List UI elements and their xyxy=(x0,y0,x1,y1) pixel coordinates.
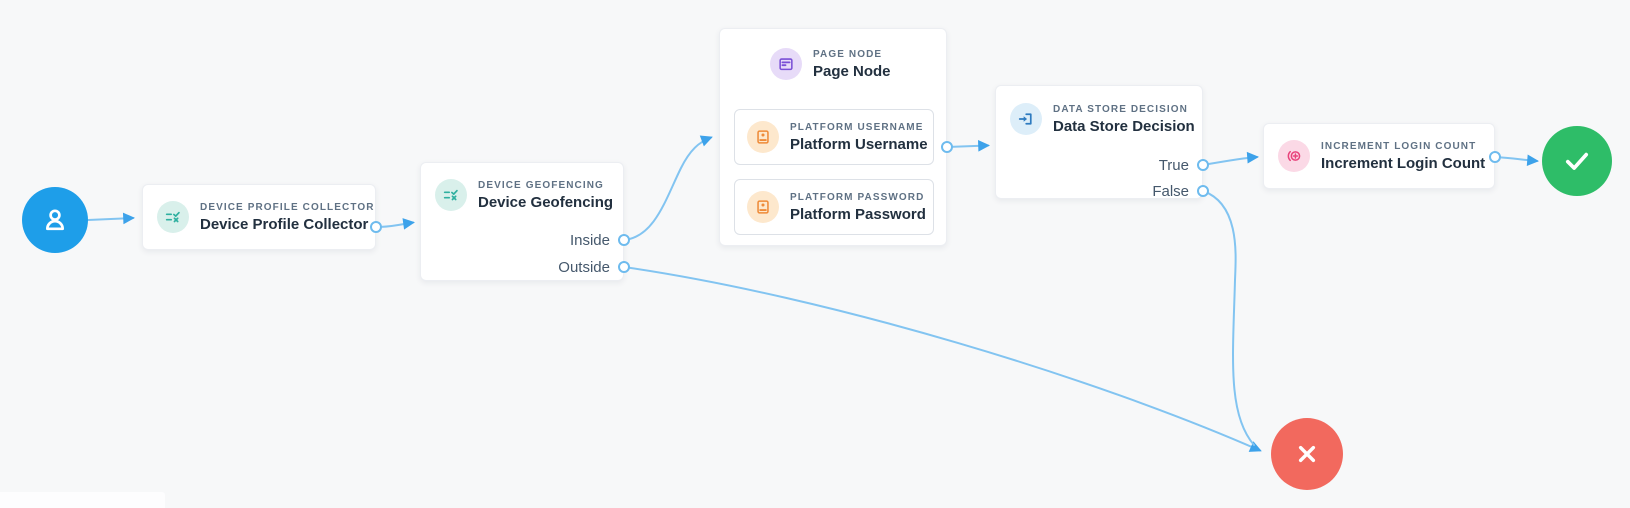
node-increment-login-count[interactable]: INCREMENT LOGIN COUNT Increment Login Co… xyxy=(1263,123,1495,189)
increment-icon xyxy=(1278,140,1310,172)
node-platform-username[interactable]: PLATFORM USERNAME Platform Username xyxy=(734,109,934,165)
node-type-label: PAGE NODE xyxy=(813,48,883,60)
port-collector-out[interactable] xyxy=(369,220,382,233)
node-title: Page Node xyxy=(813,62,891,80)
connection-true-to-increment[interactable] xyxy=(1202,151,1259,166)
output-true: True xyxy=(1158,157,1189,174)
connection-start-to-collector[interactable] xyxy=(87,212,135,225)
node-title: Platform Username xyxy=(790,135,928,153)
badge-icon xyxy=(747,121,779,153)
connection-inside-to-page-node[interactable] xyxy=(623,135,713,241)
connection-increment-to-success[interactable] xyxy=(1494,154,1539,167)
node-type-label: PLATFORM USERNAME xyxy=(790,121,924,133)
node-title: Data Store Decision xyxy=(1053,117,1195,135)
node-header: PAGE NODE Page Node xyxy=(734,48,932,80)
success-node[interactable] xyxy=(1542,126,1612,196)
node-platform-password[interactable]: PLATFORM PASSWORD Platform Password xyxy=(734,179,934,235)
port-geofencing-outside[interactable] xyxy=(617,260,630,273)
checklist-icon xyxy=(157,201,189,233)
node-header: DATA STORE DECISION Data Store Decision xyxy=(1010,103,1195,135)
port-increment-out[interactable] xyxy=(1488,150,1501,163)
connection-page-node-to-decision[interactable] xyxy=(946,140,990,152)
x-icon xyxy=(1298,445,1316,463)
output-outside: Outside xyxy=(558,259,610,276)
output-inside: Inside xyxy=(569,232,610,249)
check-icon xyxy=(1565,152,1589,170)
node-data-store-decision[interactable]: DATA STORE DECISION Data Store Decision … xyxy=(995,85,1203,200)
signin-icon xyxy=(1010,103,1042,135)
port-page-node-out[interactable] xyxy=(940,140,953,153)
port-geofencing-inside[interactable] xyxy=(617,233,630,246)
node-type-label: PLATFORM PASSWORD xyxy=(790,191,925,203)
output-false: False xyxy=(1152,183,1189,200)
page-icon xyxy=(770,48,802,80)
port-decision-true[interactable] xyxy=(1196,158,1209,171)
node-title: Platform Password xyxy=(790,205,926,223)
checklist-icon xyxy=(435,179,467,211)
node-device-profile-collector[interactable]: DEVICE PROFILE COLLECTOR Device Profile … xyxy=(142,184,376,250)
connection-outside-to-failure[interactable] xyxy=(623,266,1262,452)
node-type-label: INCREMENT LOGIN COUNT xyxy=(1321,140,1477,152)
badge-icon xyxy=(747,191,779,223)
failure-node[interactable] xyxy=(1271,418,1343,490)
port-decision-false[interactable] xyxy=(1196,184,1209,197)
node-header: DEVICE PROFILE COLLECTOR Device Profile … xyxy=(157,201,375,233)
node-type-label: DEVICE PROFILE COLLECTOR xyxy=(200,201,375,213)
node-header: INCREMENT LOGIN COUNT Increment Login Co… xyxy=(1278,140,1485,172)
connection-false-to-failure[interactable] xyxy=(1202,190,1255,446)
node-device-geofencing[interactable]: DEVICE GEOFENCING Device Geofencing Insi… xyxy=(420,162,624,281)
canvas-corner-strip xyxy=(0,492,165,508)
start-node[interactable] xyxy=(22,187,88,253)
user-icon xyxy=(46,209,64,231)
node-type-label: DEVICE GEOFENCING xyxy=(478,179,604,191)
node-header: DEVICE GEOFENCING Device Geofencing xyxy=(435,179,614,211)
node-title: Device Geofencing xyxy=(478,193,614,211)
node-title: Device Profile Collector xyxy=(200,215,369,233)
connection-collector-to-geofencing[interactable] xyxy=(375,218,415,230)
node-type-label: DATA STORE DECISION xyxy=(1053,103,1188,115)
node-page-node[interactable]: PAGE NODE Page Node PLATFORM USERNAME Pl… xyxy=(719,28,947,246)
node-title: Increment Login Count xyxy=(1321,154,1486,172)
